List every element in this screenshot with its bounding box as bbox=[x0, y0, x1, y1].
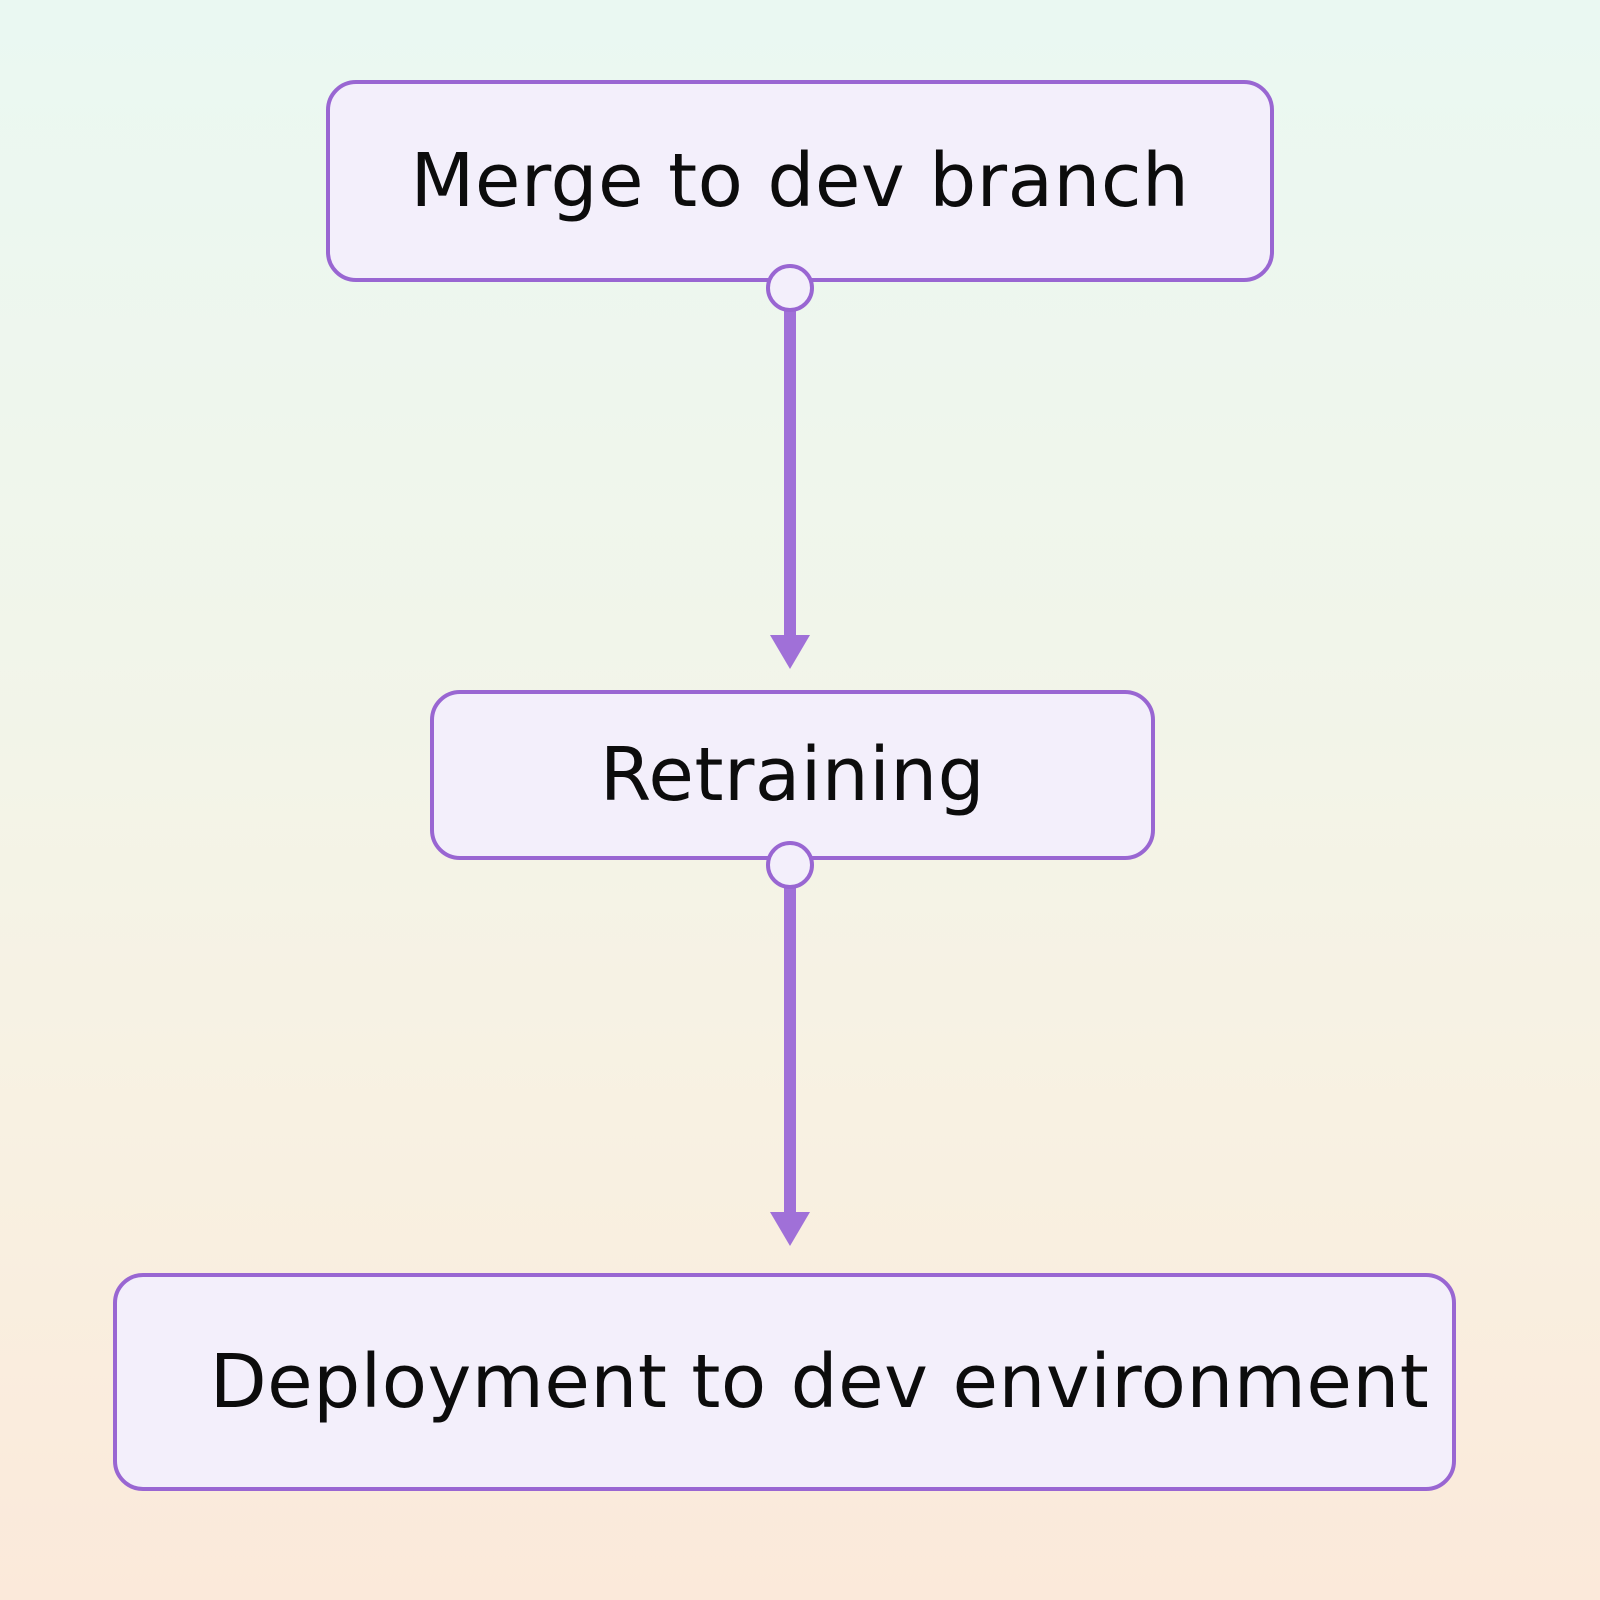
arrowhead-icon bbox=[770, 1212, 810, 1246]
flow-node-deploy: Deployment to dev environment bbox=[113, 1273, 1456, 1491]
edge-merge-to-retraining bbox=[766, 264, 814, 669]
flow-node-label: Deployment to dev environment bbox=[209, 1339, 1430, 1425]
flow-node-label: Retraining bbox=[599, 732, 986, 818]
flow-node-label: Merge to dev branch bbox=[410, 138, 1190, 224]
flow-node-retraining: Retraining bbox=[430, 690, 1155, 860]
edge-retraining-to-deploy bbox=[766, 841, 814, 1246]
arrowhead-icon bbox=[770, 635, 810, 669]
flow-node-merge: Merge to dev branch bbox=[326, 80, 1274, 282]
